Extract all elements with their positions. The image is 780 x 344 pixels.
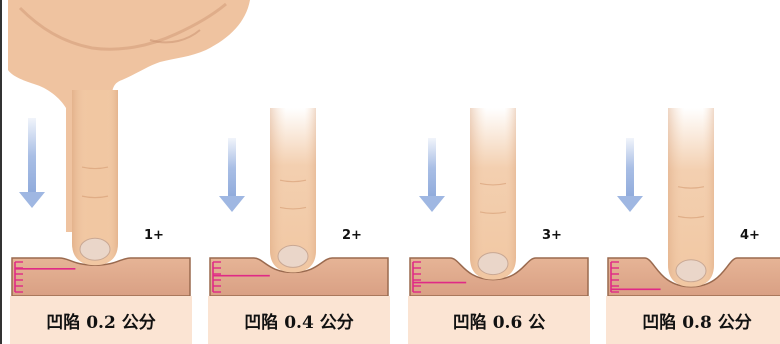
panel-2: 2+ 凹陷 0.4 公分 <box>208 108 390 344</box>
down-arrow-icon <box>419 138 445 212</box>
panel-3: 3+ 凹陷 0.6 公 <box>408 108 590 344</box>
fingernail <box>478 253 508 275</box>
depth-caption: 凹陷 0.4 公分 <box>244 312 353 333</box>
panel-1: 1+ 凹陷 0.2 公分 <box>10 90 192 344</box>
fingernail <box>676 260 706 282</box>
left-border-line <box>0 0 2 344</box>
depth-caption: 凹陷 0.2 公分 <box>46 312 155 333</box>
grade-label: 4+ <box>740 228 760 243</box>
grade-label: 2+ <box>342 228 362 243</box>
grade-label: 1+ <box>144 228 164 243</box>
panel-4: 4+ 凹陷 0.8 公分 <box>606 108 780 344</box>
fingernail <box>80 238 110 260</box>
fingernail <box>278 245 308 267</box>
down-arrow-icon <box>617 138 643 212</box>
grade-label: 3+ <box>542 228 562 243</box>
depth-caption: 凹陷 0.6 公 <box>453 312 545 333</box>
down-arrow-icon <box>219 138 245 212</box>
down-arrow-icon <box>19 118 45 208</box>
hand-illustration <box>8 0 250 232</box>
depth-caption: 凹陷 0.8 公分 <box>642 312 751 333</box>
